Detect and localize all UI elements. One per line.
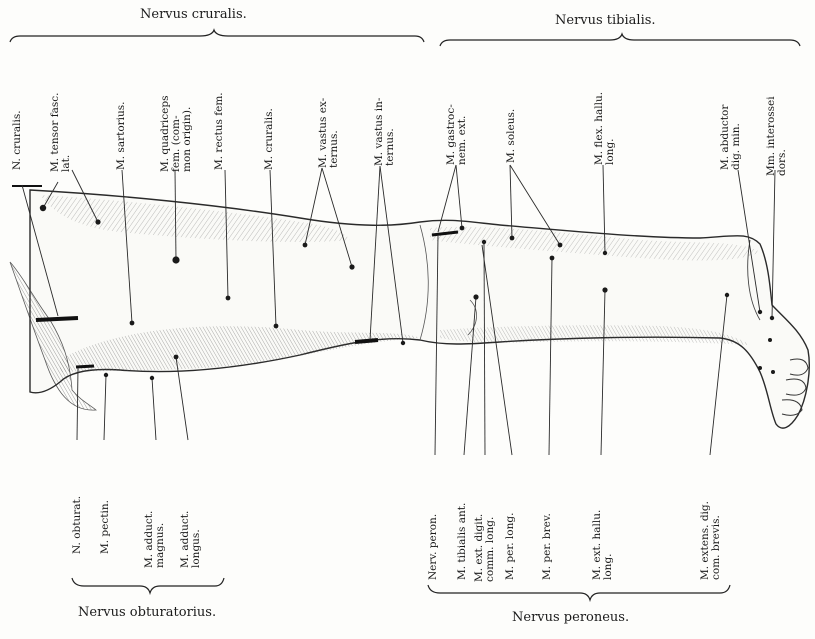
label-m-per-long: M. per. long. (505, 513, 516, 580)
label-m-adduct-longus: M. adduct.longus. (180, 511, 202, 568)
label-m-per-brev: M. per. brev. (542, 513, 553, 580)
bracket-obturatorius (72, 578, 224, 593)
bracket-cruralis (10, 30, 424, 42)
label-m-gastrocnem-ext: M. gastroc-nem. ext. (446, 104, 468, 165)
label-m-vastus-externus: M. vastus ex-ternus. (318, 98, 340, 168)
label-m-extens-dig-com-brevis: M. extens. dig.com. brevis. (700, 501, 722, 580)
bracket-tibialis (440, 34, 800, 46)
label-n-cruralis: N. cruralis. (12, 110, 23, 170)
label-m-rectus-fem: M. rectus fem. (214, 92, 225, 170)
label-m-cruralis: M. cruralis. (264, 108, 275, 170)
label-m-adduct-magnus: M. adduct.magnus. (144, 511, 166, 568)
label-m-pectin: M. pectin. (100, 500, 111, 554)
label-m-tibialis-ant: M. tibialis ant. (457, 503, 468, 580)
label-nerv-peron: Nerv. peron. (428, 514, 439, 580)
label-m-flex-hallu-long: M. flex. hallu.long. (594, 92, 616, 165)
label-n-obturat: N. obturat. (72, 496, 83, 554)
label-m-tensor-fasc-lat: M. tensor fasc.lat. (50, 93, 72, 172)
label-m-sartorius: M. sartorius. (116, 101, 127, 170)
label-m-ext-digit-comm-long: M. ext. digit.comm. long. (474, 514, 496, 582)
label-m-soleus: M. soleus. (506, 109, 517, 163)
bracket-peroneus (428, 585, 730, 600)
label-m-vastus-internus: M. vastus in-ternus. (374, 98, 396, 166)
label-m-ext-hallu-long: M. ext. hallu.long. (592, 510, 614, 580)
